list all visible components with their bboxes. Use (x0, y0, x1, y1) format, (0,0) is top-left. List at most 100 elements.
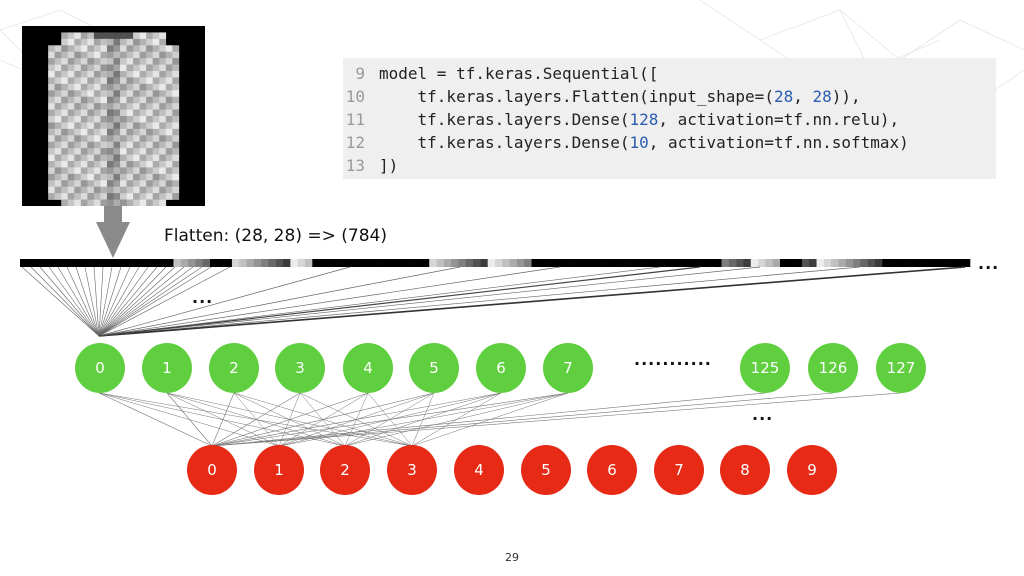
pixel (126, 180, 134, 188)
pixel (165, 186, 173, 194)
pixel (48, 71, 55, 78)
strip-cell (794, 259, 803, 267)
strip-cell (495, 259, 503, 267)
code-line: 12 tf.keras.layers.Dense(10, activation=… (343, 131, 996, 154)
pixel (106, 109, 114, 117)
pixel (87, 103, 95, 110)
output-neuron: 7 (654, 445, 704, 495)
pixel (54, 45, 62, 53)
pixel (146, 90, 154, 98)
pixel (93, 77, 101, 85)
code-token: , activation=tf.nn.relu), (658, 110, 900, 129)
code-token: 128 (629, 110, 659, 129)
strip-cell (780, 259, 788, 267)
strip-cell (473, 259, 481, 267)
pixel (139, 180, 147, 188)
pixel (67, 128, 75, 136)
pixel (74, 161, 82, 168)
hidden-neuron: 126 (808, 343, 858, 393)
pixel (48, 83, 55, 91)
pixel (93, 193, 101, 200)
strip-cell (568, 259, 576, 267)
strip-cell (736, 259, 744, 267)
pixel (133, 154, 140, 162)
pixel (133, 116, 140, 123)
pixel (152, 161, 160, 168)
pixel (87, 58, 95, 65)
connection-line (93, 266, 100, 337)
connection-line (166, 392, 213, 447)
pixel (126, 45, 134, 53)
pixel (93, 154, 101, 162)
pixel (146, 122, 154, 130)
pixel (139, 154, 147, 162)
strip-cell (845, 259, 854, 267)
pixel (74, 83, 82, 91)
hidden-neuron: 4 (343, 343, 393, 393)
pixel (172, 186, 180, 194)
pixel (146, 199, 154, 207)
strip-cell (385, 259, 393, 267)
strip-cell (896, 259, 905, 267)
pixel (139, 186, 147, 194)
pixel (74, 167, 82, 175)
connection-line (211, 392, 766, 447)
pixel (133, 64, 140, 72)
pixel (159, 83, 167, 91)
pixel (54, 77, 62, 85)
pixel (54, 83, 62, 91)
pixel (120, 71, 127, 78)
strip-cell (590, 259, 598, 267)
pixel (74, 173, 82, 181)
pixel (80, 32, 88, 40)
pixel (48, 148, 55, 155)
strip-cell (582, 259, 591, 267)
connection-line (98, 266, 203, 337)
pixel (152, 148, 160, 155)
strip-cell (158, 259, 167, 267)
pixel (120, 58, 127, 65)
pixel (165, 58, 173, 65)
pixel (87, 83, 95, 91)
pixel (120, 173, 127, 181)
pixel (152, 83, 160, 91)
pixel (106, 141, 114, 149)
pixel (165, 180, 173, 188)
strip-cell (122, 259, 130, 267)
pixel (100, 109, 108, 117)
pixel (93, 180, 101, 188)
pixel (48, 180, 55, 188)
pixel (87, 193, 95, 200)
strip-cell (926, 259, 934, 267)
pixel (100, 96, 108, 104)
pixel (80, 135, 88, 143)
pixel (133, 71, 140, 78)
pixel (139, 58, 147, 65)
strip-cell (71, 259, 79, 267)
ellipsis-top-right: ... (978, 254, 1000, 273)
pixel (100, 90, 108, 98)
pixel (152, 186, 160, 194)
pixel (165, 77, 173, 85)
pixel (126, 71, 134, 78)
pixel (100, 122, 108, 130)
pixel (100, 193, 108, 200)
pixel (67, 77, 75, 85)
pixel (54, 161, 62, 168)
pixel (74, 135, 82, 143)
pixel (133, 186, 140, 194)
strip-cell (940, 259, 949, 267)
pixel (139, 173, 147, 181)
pixel (146, 193, 154, 200)
strip-cell (516, 259, 525, 267)
pixel (106, 90, 114, 98)
pixel (61, 109, 69, 117)
pixel (113, 199, 121, 207)
pixel (120, 135, 127, 143)
pixel (146, 64, 154, 72)
pixel (106, 199, 114, 207)
pixel (106, 193, 114, 200)
pixel (61, 199, 69, 207)
pixel (80, 122, 88, 130)
